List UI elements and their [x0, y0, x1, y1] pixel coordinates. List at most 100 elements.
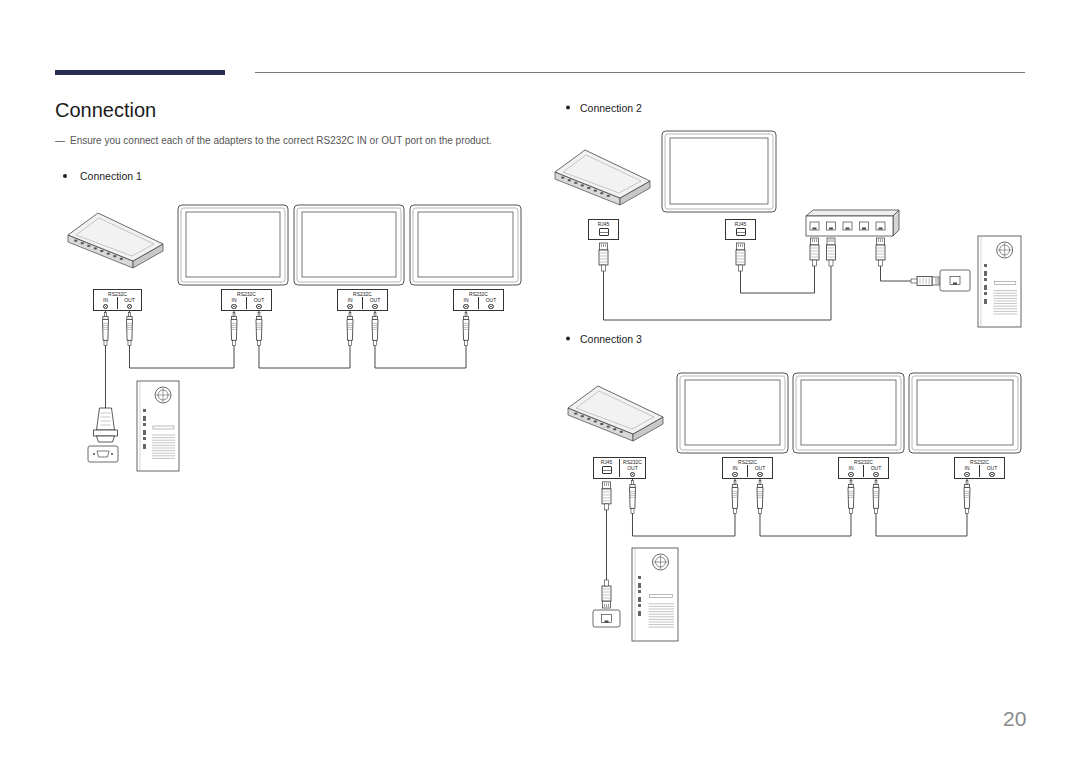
cable: [606, 502, 607, 590]
plug-head: [737, 243, 745, 250]
port-label: OUT: [254, 297, 265, 303]
jack-icon: [848, 472, 853, 477]
display-monitor: [178, 205, 288, 285]
port-row: INOUT: [955, 465, 1004, 477]
plug-grip: [127, 329, 132, 330]
rj45-plug: [876, 238, 885, 266]
jack-icon: [127, 304, 132, 309]
plug-grip: [929, 278, 930, 285]
port-cell: OUT: [362, 297, 387, 309]
monitor-frame: [413, 208, 518, 282]
bullet: [566, 337, 570, 341]
port-cell: OUT: [863, 465, 888, 477]
io-port: [984, 271, 987, 276]
rs232c-plug: [126, 312, 132, 345]
plug-grip: [463, 323, 468, 324]
port-label: OUT: [370, 297, 381, 303]
jack-icon: [372, 304, 377, 309]
port-panel: RS232CINOUT: [453, 289, 504, 311]
vent: [993, 301, 1017, 302]
plug-contact: [829, 239, 830, 242]
plug-grip: [811, 257, 818, 258]
plug-contact: [935, 279, 938, 280]
plug-body: [256, 319, 262, 340]
port-row: RS232C: [839, 459, 888, 465]
vent: [993, 306, 1017, 307]
plug-body: [736, 250, 745, 265]
player-port: [81, 242, 84, 244]
plug-pin: [105, 312, 107, 316]
rs232c-plug: [102, 312, 108, 345]
player-port: [600, 423, 603, 425]
vent: [649, 606, 674, 607]
plug-collar: [732, 484, 737, 487]
vent: [993, 314, 1017, 315]
vent: [152, 445, 175, 446]
slot: [994, 282, 1016, 285]
plug-body: [599, 250, 608, 265]
plug-grip: [103, 327, 108, 328]
plug-contact: [604, 483, 605, 486]
port-row: RS232C: [454, 291, 503, 297]
plug-collar: [630, 484, 635, 487]
rs232c-plug: [732, 480, 738, 513]
port-row: RS232C: [222, 291, 271, 297]
hub-top: [806, 210, 899, 216]
rj45-tab: [953, 283, 957, 285]
plug-grip: [848, 497, 853, 498]
wall-port: [593, 610, 620, 627]
player-top: [68, 213, 163, 261]
plug-grip: [811, 254, 818, 255]
plug-contact: [882, 239, 883, 242]
player-port: [94, 247, 97, 249]
port-panel: RJ45: [588, 219, 619, 240]
plug-grip: [103, 329, 108, 330]
media-player: [555, 150, 650, 205]
plug-collar: [463, 316, 468, 319]
plug-grip: [127, 323, 132, 324]
devices: [68, 131, 1021, 641]
io-port: [984, 292, 987, 295]
vent: [152, 435, 175, 436]
io-port: [638, 597, 641, 602]
io-port: [143, 444, 146, 449]
jack-icon: [732, 472, 737, 477]
media-player: [68, 213, 163, 268]
page-title: Connection: [55, 98, 156, 122]
plug-grip: [964, 491, 969, 492]
plug-contact: [606, 483, 607, 486]
plug-grip: [811, 248, 818, 249]
cable: [881, 260, 913, 281]
plug-grip: [256, 325, 261, 326]
plug-grip: [231, 325, 236, 326]
vent: [152, 437, 175, 438]
port-label: OUT: [755, 465, 766, 471]
cable: [876, 479, 967, 536]
dsub-shell: [93, 430, 117, 436]
rj45-plug: [602, 580, 611, 608]
plug-contact: [605, 244, 606, 247]
plug-body: [602, 489, 611, 504]
port-cell: IN: [839, 465, 863, 477]
jack-icon: [103, 304, 108, 309]
header-rule: [255, 72, 1025, 73]
screw: [111, 453, 113, 455]
port-row: INOUT: [94, 297, 141, 309]
dsub-grip: [100, 425, 110, 426]
serial-socket: [97, 451, 109, 457]
rj45-plug: [827, 238, 836, 266]
player-port: [607, 426, 610, 428]
rs232c-plug: [873, 480, 879, 513]
plug-grip: [231, 329, 236, 330]
hub-port: [827, 222, 836, 230]
display-monitor: [677, 373, 788, 453]
rj45-socket-icon: [602, 466, 612, 474]
plug-grip: [603, 500, 610, 501]
bullet: [63, 174, 67, 178]
player-port: [613, 428, 616, 430]
plug-body: [873, 487, 879, 508]
plug-body: [917, 277, 932, 286]
plug-grip: [603, 494, 610, 495]
plug-grip: [630, 495, 635, 496]
plug-body: [876, 245, 885, 260]
